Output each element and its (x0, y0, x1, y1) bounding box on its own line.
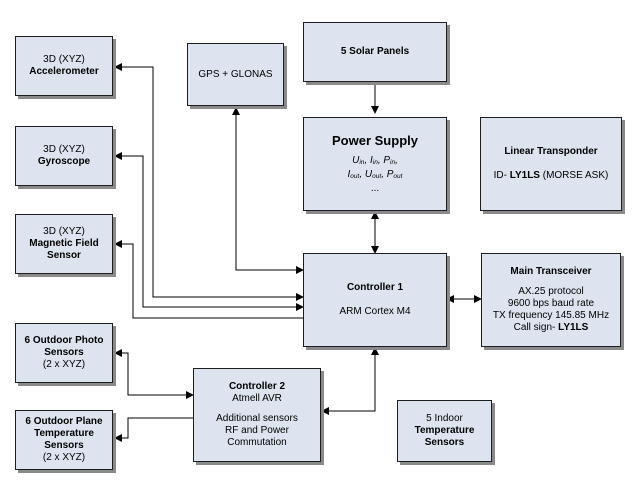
transceiver-line1: AX.25 protocol (518, 286, 584, 297)
accelerometer-line2: Accelerometer (29, 66, 99, 77)
controller2-controller1-connector (321, 347, 379, 415)
controller2-line4: Commutation (227, 437, 287, 448)
gps-connector (232, 107, 304, 274)
gyroscope-line1: 3D (XYZ) (43, 144, 85, 155)
magnetic-line1: 3D (XYZ) (43, 226, 85, 237)
transceiver-line3: TX frequency 145.85 MHz (492, 310, 610, 321)
magnetic-line3: Sensor (47, 250, 81, 261)
power-params-line2: Iout, Uout, Pout (347, 169, 403, 180)
controller1-title: Controller 1 (346, 282, 404, 293)
photo-controller2-connector (114, 349, 194, 399)
controller2-title: Controller 2 (228, 381, 286, 392)
magnetic-line2: Magnetic Field (29, 238, 99, 249)
planetemp-line4: (2 x XYZ) (42, 452, 86, 463)
linear-transponder-box: Linear Transponder ID- LY1LS (MORSE ASK) (480, 117, 622, 211)
linear-title: Linear Transponder (504, 146, 598, 157)
power-supply-box: Power Supply Uin, Iin, Pin, Iout, Uout, … (303, 117, 447, 211)
gyroscope-box: 3D (XYZ) Gyroscope (15, 126, 113, 186)
planetemp-line1: 6 Outdoor Plane (25, 416, 103, 427)
linear-id: ID- LY1LS (MORSE ASK) (493, 170, 609, 181)
solar-panels-box: 5 Solar Panels (303, 22, 447, 82)
indoor-line2: Temperature (414, 425, 475, 436)
transceiver-title: Main Transceiver (510, 266, 592, 277)
gyroscope-line2: Gyroscope (37, 156, 91, 167)
solar-label: 5 Solar Panels (340, 46, 410, 57)
magnetic-field-sensor-box: 3D (XYZ) Magnetic Field Sensor (15, 214, 113, 274)
planetemp-line2: Temperature (34, 428, 94, 439)
gps-glonass-box: GPS + GLONAS (187, 43, 284, 106)
indoor-temperature-sensors-box: 5 Indoor Temperature Sensors (397, 400, 492, 462)
photo-line3: (2 x XYZ) (42, 359, 86, 370)
controller2-line3: RF and Power (225, 425, 289, 436)
transceiver-line4: Call sign- LY1LS (513, 322, 589, 333)
accelerometer-box: 3D (XYZ) Accelerometer (15, 36, 113, 96)
photo-sensors-box: 6 Outdoor Photo Sensors (2 x XYZ) (15, 323, 113, 383)
controller1-subtitle: ARM Cortex M4 (339, 306, 411, 317)
plane-temperature-sensors-box: 6 Outdoor Plane Temperature Sensors (2 x… (15, 410, 113, 470)
controller2-line1: Atmell AVR (232, 393, 282, 404)
power-title: Power Supply (332, 133, 418, 148)
main-transceiver-box: Main Transceiver AX.25 protocol 9600 bps… (481, 253, 621, 347)
magnetic-connector (114, 240, 303, 319)
transceiver-line2: 9600 bps baud rate (507, 298, 595, 309)
gyroscope-connector (114, 152, 304, 311)
indoor-line1: 5 Indoor (426, 413, 463, 424)
accelerometer-line1: 3D (XYZ) (43, 54, 85, 65)
power-params-line1: Uin, Iin, Pin, (352, 155, 398, 166)
photo-line1: 6 Outdoor Photo (24, 335, 104, 346)
planetemp-line3: Sensors (44, 440, 84, 451)
planetemp-controller2-connector (114, 417, 193, 442)
photo-line2: Sensors (44, 347, 84, 358)
indoor-line3: Sensors (424, 437, 465, 448)
controller2-line2: Additional sensors (216, 413, 298, 424)
controller2-box: Controller 2 Atmell AVR Additional senso… (193, 368, 321, 462)
gps-label: GPS + GLONAS (198, 68, 273, 80)
power-ellipsis: ... (370, 183, 380, 194)
controller1-box: Controller 1 ARM Cortex M4 (303, 253, 447, 347)
